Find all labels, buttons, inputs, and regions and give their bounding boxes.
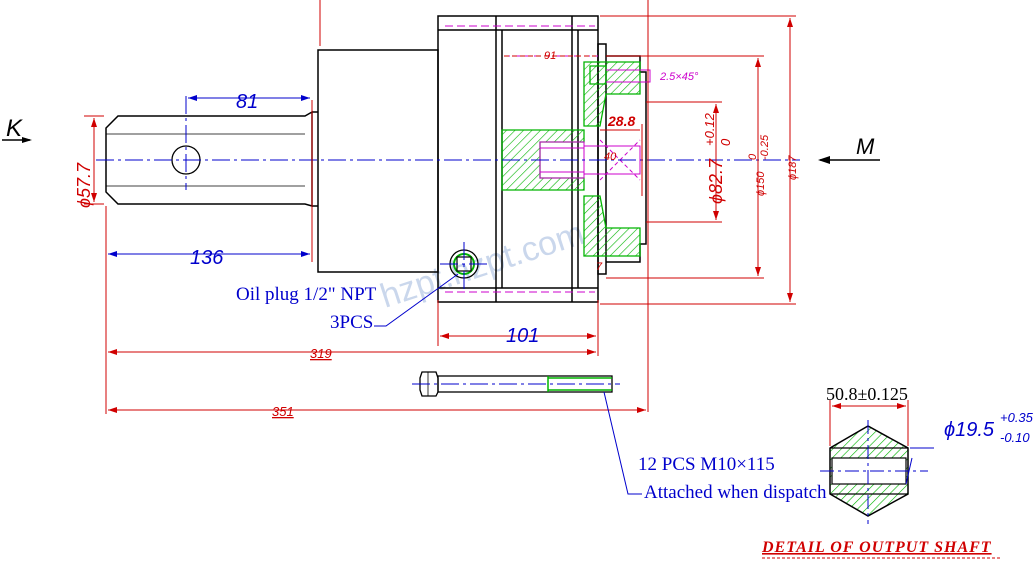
- centre-lines: [96, 96, 800, 290]
- bolt-note: 12 PCS M10×115: [638, 454, 775, 475]
- detail-dim-19-5-tol-upper: +0.35: [1000, 410, 1034, 425]
- dim-28-8: 28.8: [607, 113, 635, 129]
- detail-title: DETAIL OF OUTPUT SHAFT: [761, 539, 992, 556]
- dim-40: 40: [604, 151, 617, 163]
- blue-dimension-lines: [108, 97, 310, 255]
- dim-2-5x45: 2.5×45°: [659, 71, 699, 83]
- oil-plug-note: Oil plug 1/2" NPT: [236, 284, 377, 305]
- bolt-attached-note: Attached when dispatch: [644, 482, 827, 503]
- dim-82-7: ϕ82.7 +0.12 0: [702, 112, 733, 204]
- watermark: hzpt.hzpt.com: [376, 214, 589, 316]
- dim-57: ϕ57.7: [74, 162, 94, 208]
- dim-351: 351: [272, 404, 294, 419]
- dim-82-7-tol-lower: 0: [718, 138, 733, 146]
- dim-150: ϕ150 0 -0.25: [747, 134, 771, 196]
- detail-dim-19-5: ϕ19.5 +0.35 -0.10: [944, 410, 1034, 445]
- dim-82-7-value: ϕ82.7: [706, 158, 726, 204]
- dim-187: ϕ187: [787, 155, 799, 180]
- output-shaft-detail: [820, 400, 934, 524]
- bolt-leader: [603, 391, 642, 495]
- detail-dim-19-5-tol-lower: -0.10: [1000, 430, 1030, 445]
- dim-91: 91: [544, 50, 556, 62]
- detail-dim-19-5-value: ϕ19.5: [944, 419, 995, 441]
- dim-136: 136: [190, 247, 224, 269]
- dim-150-value: ϕ150: [755, 171, 767, 196]
- dimension-arrows: [91, 18, 793, 413]
- dim-150-tol-upper: 0: [747, 153, 759, 160]
- dim-101: 101: [506, 325, 539, 347]
- dim-7: 7: [596, 261, 603, 273]
- dim-81: 81: [236, 91, 258, 113]
- view-label-k: K: [6, 115, 23, 142]
- dim-150-tol-lower: -0.25: [759, 134, 771, 160]
- main-body: [105, 15, 647, 303]
- blue-arrows: [108, 95, 310, 257]
- view-label-m: M: [856, 134, 875, 159]
- dim-82-7-tol-upper: +0.12: [702, 112, 717, 146]
- bolt: [412, 371, 620, 397]
- detail-dim-50-8: 50.8±0.125: [826, 384, 908, 404]
- oil-plug-qty: 3PCS: [330, 312, 373, 333]
- output-section-hatch: [501, 61, 641, 257]
- oil-plug-leader: [374, 273, 459, 327]
- dim-319: 319: [310, 346, 332, 361]
- dimension-lines: [84, 0, 796, 414]
